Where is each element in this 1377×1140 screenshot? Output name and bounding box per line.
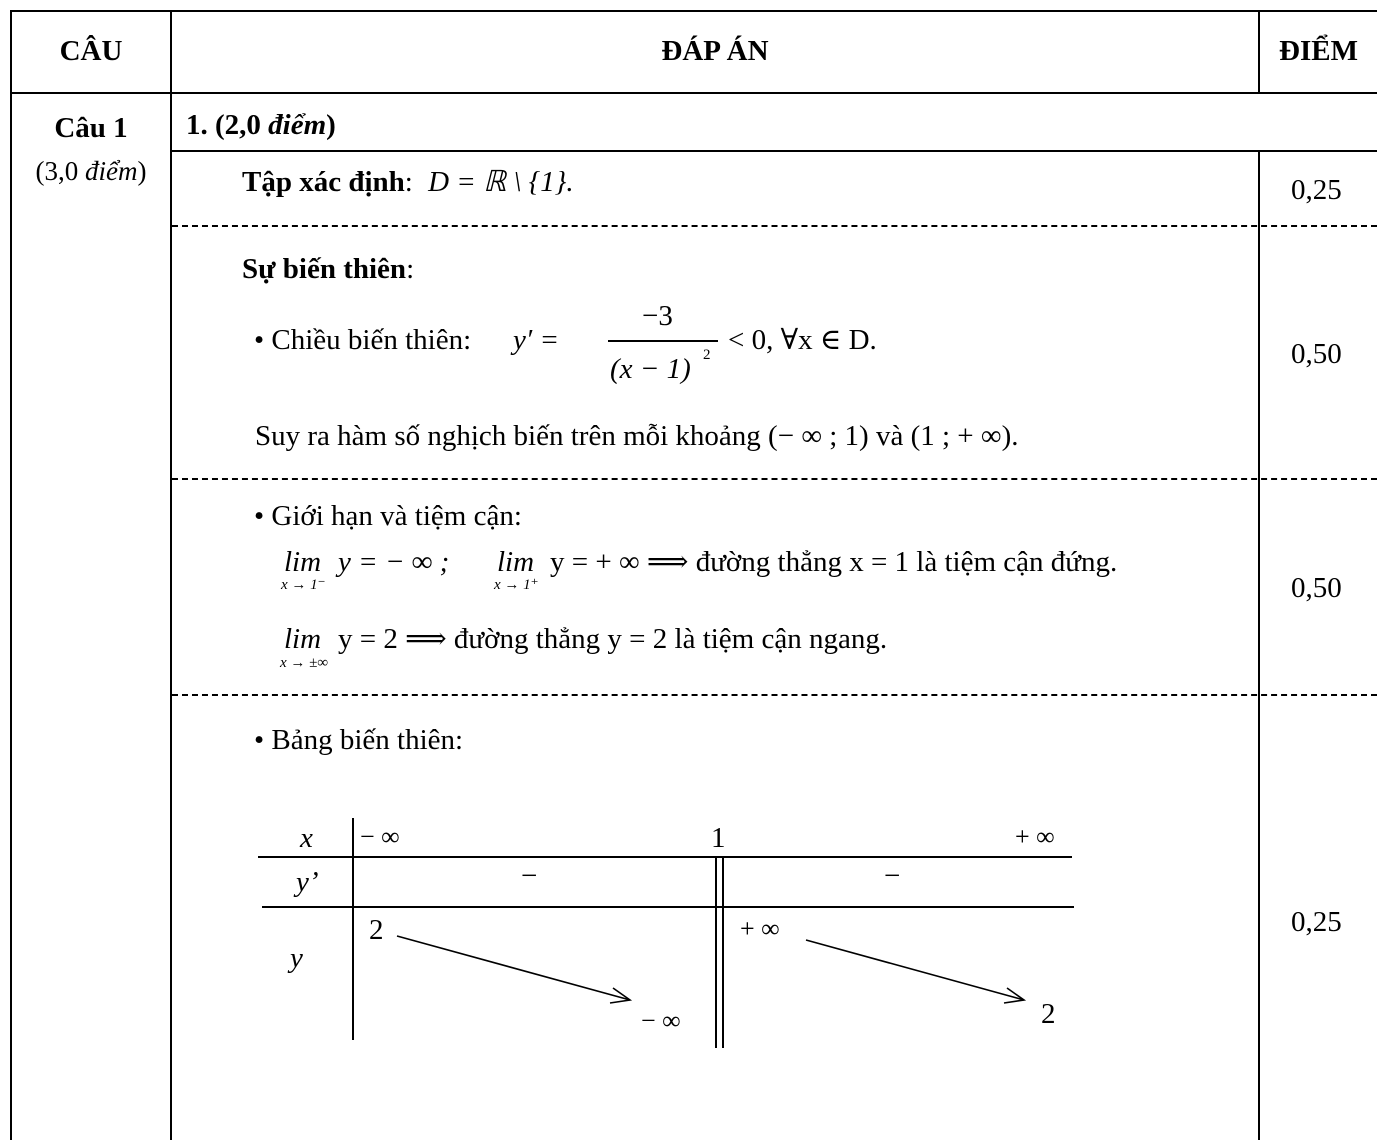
lim-3-subscript: x → ±∞ [280, 655, 329, 671]
part-title: 1. (2,0 điểm) [186, 111, 336, 140]
row-separator-2 [172, 478, 1377, 480]
vartable-x-pos-inf: + ∞ [1015, 822, 1055, 851]
decreasing-arrow-left [396, 935, 633, 1004]
lim-1: lim [284, 546, 322, 578]
lim-2-expression: y = + ∞ ⟹ đường thẳng x = 1 là tiệm cận … [550, 546, 1118, 578]
part-number: 1. (2,0 [186, 109, 269, 141]
vartable-x-neg-inf: − ∞ [360, 822, 400, 851]
vartable-y-right-top: + ∞ [740, 914, 780, 943]
limits-score: 0,50 [1291, 572, 1342, 604]
lim-1-subscript: x → 1⁻ [281, 577, 326, 593]
decreasing-arrow-right [805, 939, 1027, 1004]
vartable-hline-1 [258, 856, 1072, 858]
vartable-yprime-label: y’ [296, 866, 319, 898]
vartable-y-left-top: 2 [369, 914, 384, 946]
lim-1-expression: y = − ∞ ; [338, 546, 450, 578]
variation-heading: Sự biến thiên: [242, 255, 414, 284]
row-separator-3 [172, 694, 1377, 696]
vartable-y-right-bottom: 2 [1041, 998, 1056, 1030]
vartable-x-one: 1 [711, 822, 726, 854]
column-divider-cau [170, 10, 172, 1140]
vartable-double-bar-left [715, 858, 717, 1048]
variation-colon: : [406, 253, 415, 285]
header-cau: CÂU [59, 35, 123, 67]
part-close: ) [326, 109, 336, 141]
domain-label: Tập xác định [242, 166, 405, 198]
derivative-denominator: (x − 1) [610, 353, 691, 385]
part-points-word: điểm [268, 109, 327, 141]
table-top-border [10, 10, 1377, 12]
lim-3-expression: y = 2 ⟹ đường thẳng y = 2 là tiệm cận ng… [338, 623, 888, 655]
vartable-vline-main [352, 818, 354, 1040]
domain-formula: D = ℝ \ {1}. [428, 166, 574, 198]
variation-label: Sự biến thiên [242, 253, 407, 285]
question-points-prefix: (3,0 [35, 156, 85, 186]
lim-2: lim [497, 546, 535, 578]
lim-3: lim [284, 623, 322, 655]
domain-line: Tập xác định: D = ℝ \ {1}. [242, 168, 574, 197]
vartable-sign-left: − [521, 860, 538, 892]
header-diem: ĐIỂM [1279, 35, 1358, 67]
header-bottom-border [10, 92, 1377, 94]
question-title: Câu 1 [54, 112, 128, 144]
derivative-exponent: 2 [703, 347, 711, 363]
derivative-numerator: −3 [642, 300, 673, 332]
domain-score: 0,25 [1291, 174, 1342, 206]
variation-conclusion: Suy ra hàm số nghịch biến trên mỗi khoản… [255, 420, 1019, 452]
vartable-y-label: y [290, 942, 303, 974]
variation-score: 0,50 [1291, 338, 1342, 370]
variation-bullet: • Chiều biến thiên: [254, 324, 472, 356]
part-title-bottom-border [170, 150, 1377, 152]
question-points: (3,0 điểm) [12, 158, 170, 185]
row-separator-1 [172, 225, 1377, 227]
lim-2-subscript: x → 1⁺ [494, 577, 539, 593]
column-divider-diem [1258, 150, 1260, 1140]
table-score: 0,25 [1291, 906, 1342, 938]
vartable-hline-2 [262, 906, 1074, 908]
question-points-word: điểm [85, 156, 138, 186]
domain-colon: : [404, 166, 413, 198]
question-points-suffix: ) [137, 156, 147, 186]
derivative-condition: < 0, ∀x ∈ D. [728, 324, 877, 356]
yprime-label: y′ = [513, 324, 560, 356]
vartable-y-left-bottom: − ∞ [641, 1006, 681, 1035]
vartable-sign-right: − [884, 860, 901, 892]
table-left-border [10, 10, 12, 1140]
column-divider-diem-header [1258, 10, 1260, 94]
header-dap-an: ĐÁP ÁN [661, 35, 769, 67]
vartable-double-bar-right [722, 858, 724, 1048]
table-bullet: • Bảng biến thiên: [254, 724, 464, 756]
limits-bullet: • Giới hạn và tiệm cận: [254, 500, 522, 532]
vartable-x-label: x [300, 822, 313, 854]
fraction-bar [608, 340, 718, 342]
